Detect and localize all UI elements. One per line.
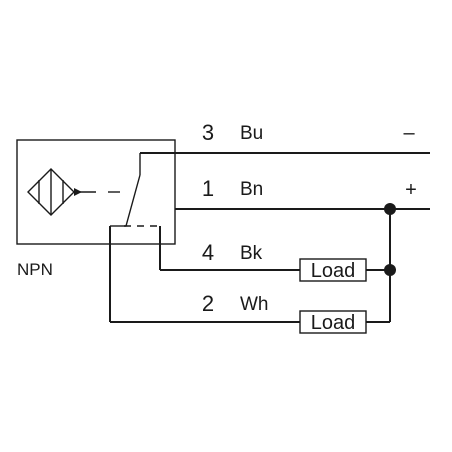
sensor-type-label: NPN — [17, 260, 53, 279]
plus-sign: + — [405, 179, 417, 201]
wire-2-white — [109, 226, 390, 323]
wire-4-black — [159, 226, 390, 271]
load-box-1: Load — [299, 258, 367, 282]
load-label-2: Load — [311, 312, 356, 334]
minus-sign: – — [403, 122, 415, 144]
sensor-symbol-icon — [27, 168, 96, 216]
load-label-1: Load — [311, 260, 356, 282]
wire-3-number: 3 — [202, 120, 214, 145]
wire-2-code: Wh — [240, 294, 269, 315]
sensor-body — [16, 139, 176, 245]
wire-1-code: Bn — [240, 179, 263, 200]
wire-4-number: 4 — [202, 240, 214, 265]
wire-4-code: Bk — [240, 243, 263, 264]
load-box-2: Load — [299, 310, 367, 334]
junction-dot-load — [384, 264, 396, 276]
switch-contact-icon — [110, 153, 162, 227]
wire-1-number: 1 — [202, 176, 214, 201]
junction-dot-plus — [384, 203, 396, 215]
wire-3-code: Bu — [240, 123, 263, 144]
wire-2-number: 2 — [202, 291, 214, 316]
